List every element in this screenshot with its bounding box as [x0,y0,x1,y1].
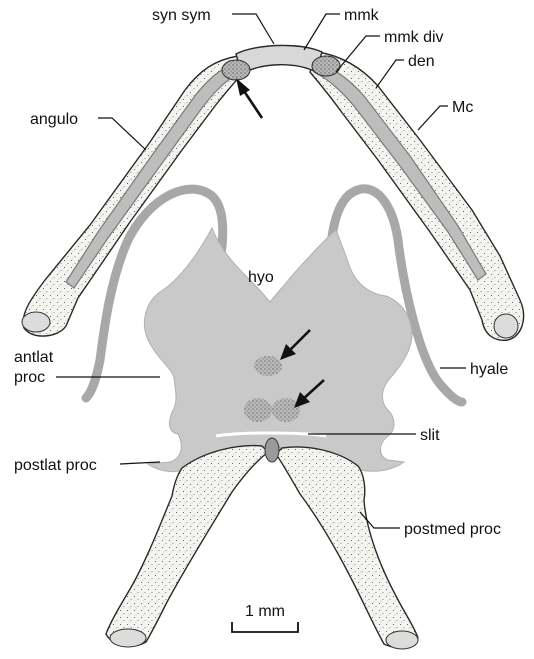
label-antlat-proc: antlat proc [14,349,160,386]
right-postmed-tip [386,631,418,649]
label-mmk-text: mmk [344,7,380,24]
label-hyale: hyale [440,361,508,378]
hyoid-plate [144,228,412,472]
label-postmed-proc-text: postmed proc [404,521,501,538]
right-mentomeckelian [312,56,340,76]
label-angulo: angulo [30,111,146,150]
label-mmk-div-text: mmk div [384,29,444,46]
scale-bar: 1 mm [232,603,298,632]
right-postmedial-process [276,447,418,647]
label-hyo-text: hyo [248,269,274,286]
postmed-junction [265,438,279,462]
label-hyale-text: hyale [470,361,508,378]
arrow-symphysis [236,78,262,118]
label-den: den [376,53,435,88]
hyoid-stipple-right [272,398,300,422]
label-mc-text: Mc [452,99,473,116]
label-postlat-proc: postlat proc [14,457,160,474]
label-postmed-proc: postmed proc [360,512,501,538]
scale-bar-label: 1 mm [245,603,285,620]
left-postmed-tip [110,629,146,647]
label-antlat-line1: antlat [14,349,54,366]
label-mc: Mc [418,99,473,130]
right-jaw-tip [494,314,518,338]
label-antlat-line2: proc [14,369,45,386]
label-postlat-proc-text: postlat proc [14,457,97,474]
label-mmk: mmk [304,7,380,50]
label-syn-sym: syn sym [152,7,274,44]
label-hyo: hyo [248,269,274,286]
label-slit-text: slit [420,427,440,444]
left-mentomeckelian [222,60,250,80]
hyoid-stipple-left [244,398,272,422]
left-postmedial-process [106,446,268,647]
label-syn-sym-text: syn sym [152,7,211,24]
label-den-text: den [408,53,435,70]
left-jaw-tip [22,312,50,332]
label-angulo-text: angulo [30,111,78,128]
hyoid-stipple-upper [254,356,282,376]
